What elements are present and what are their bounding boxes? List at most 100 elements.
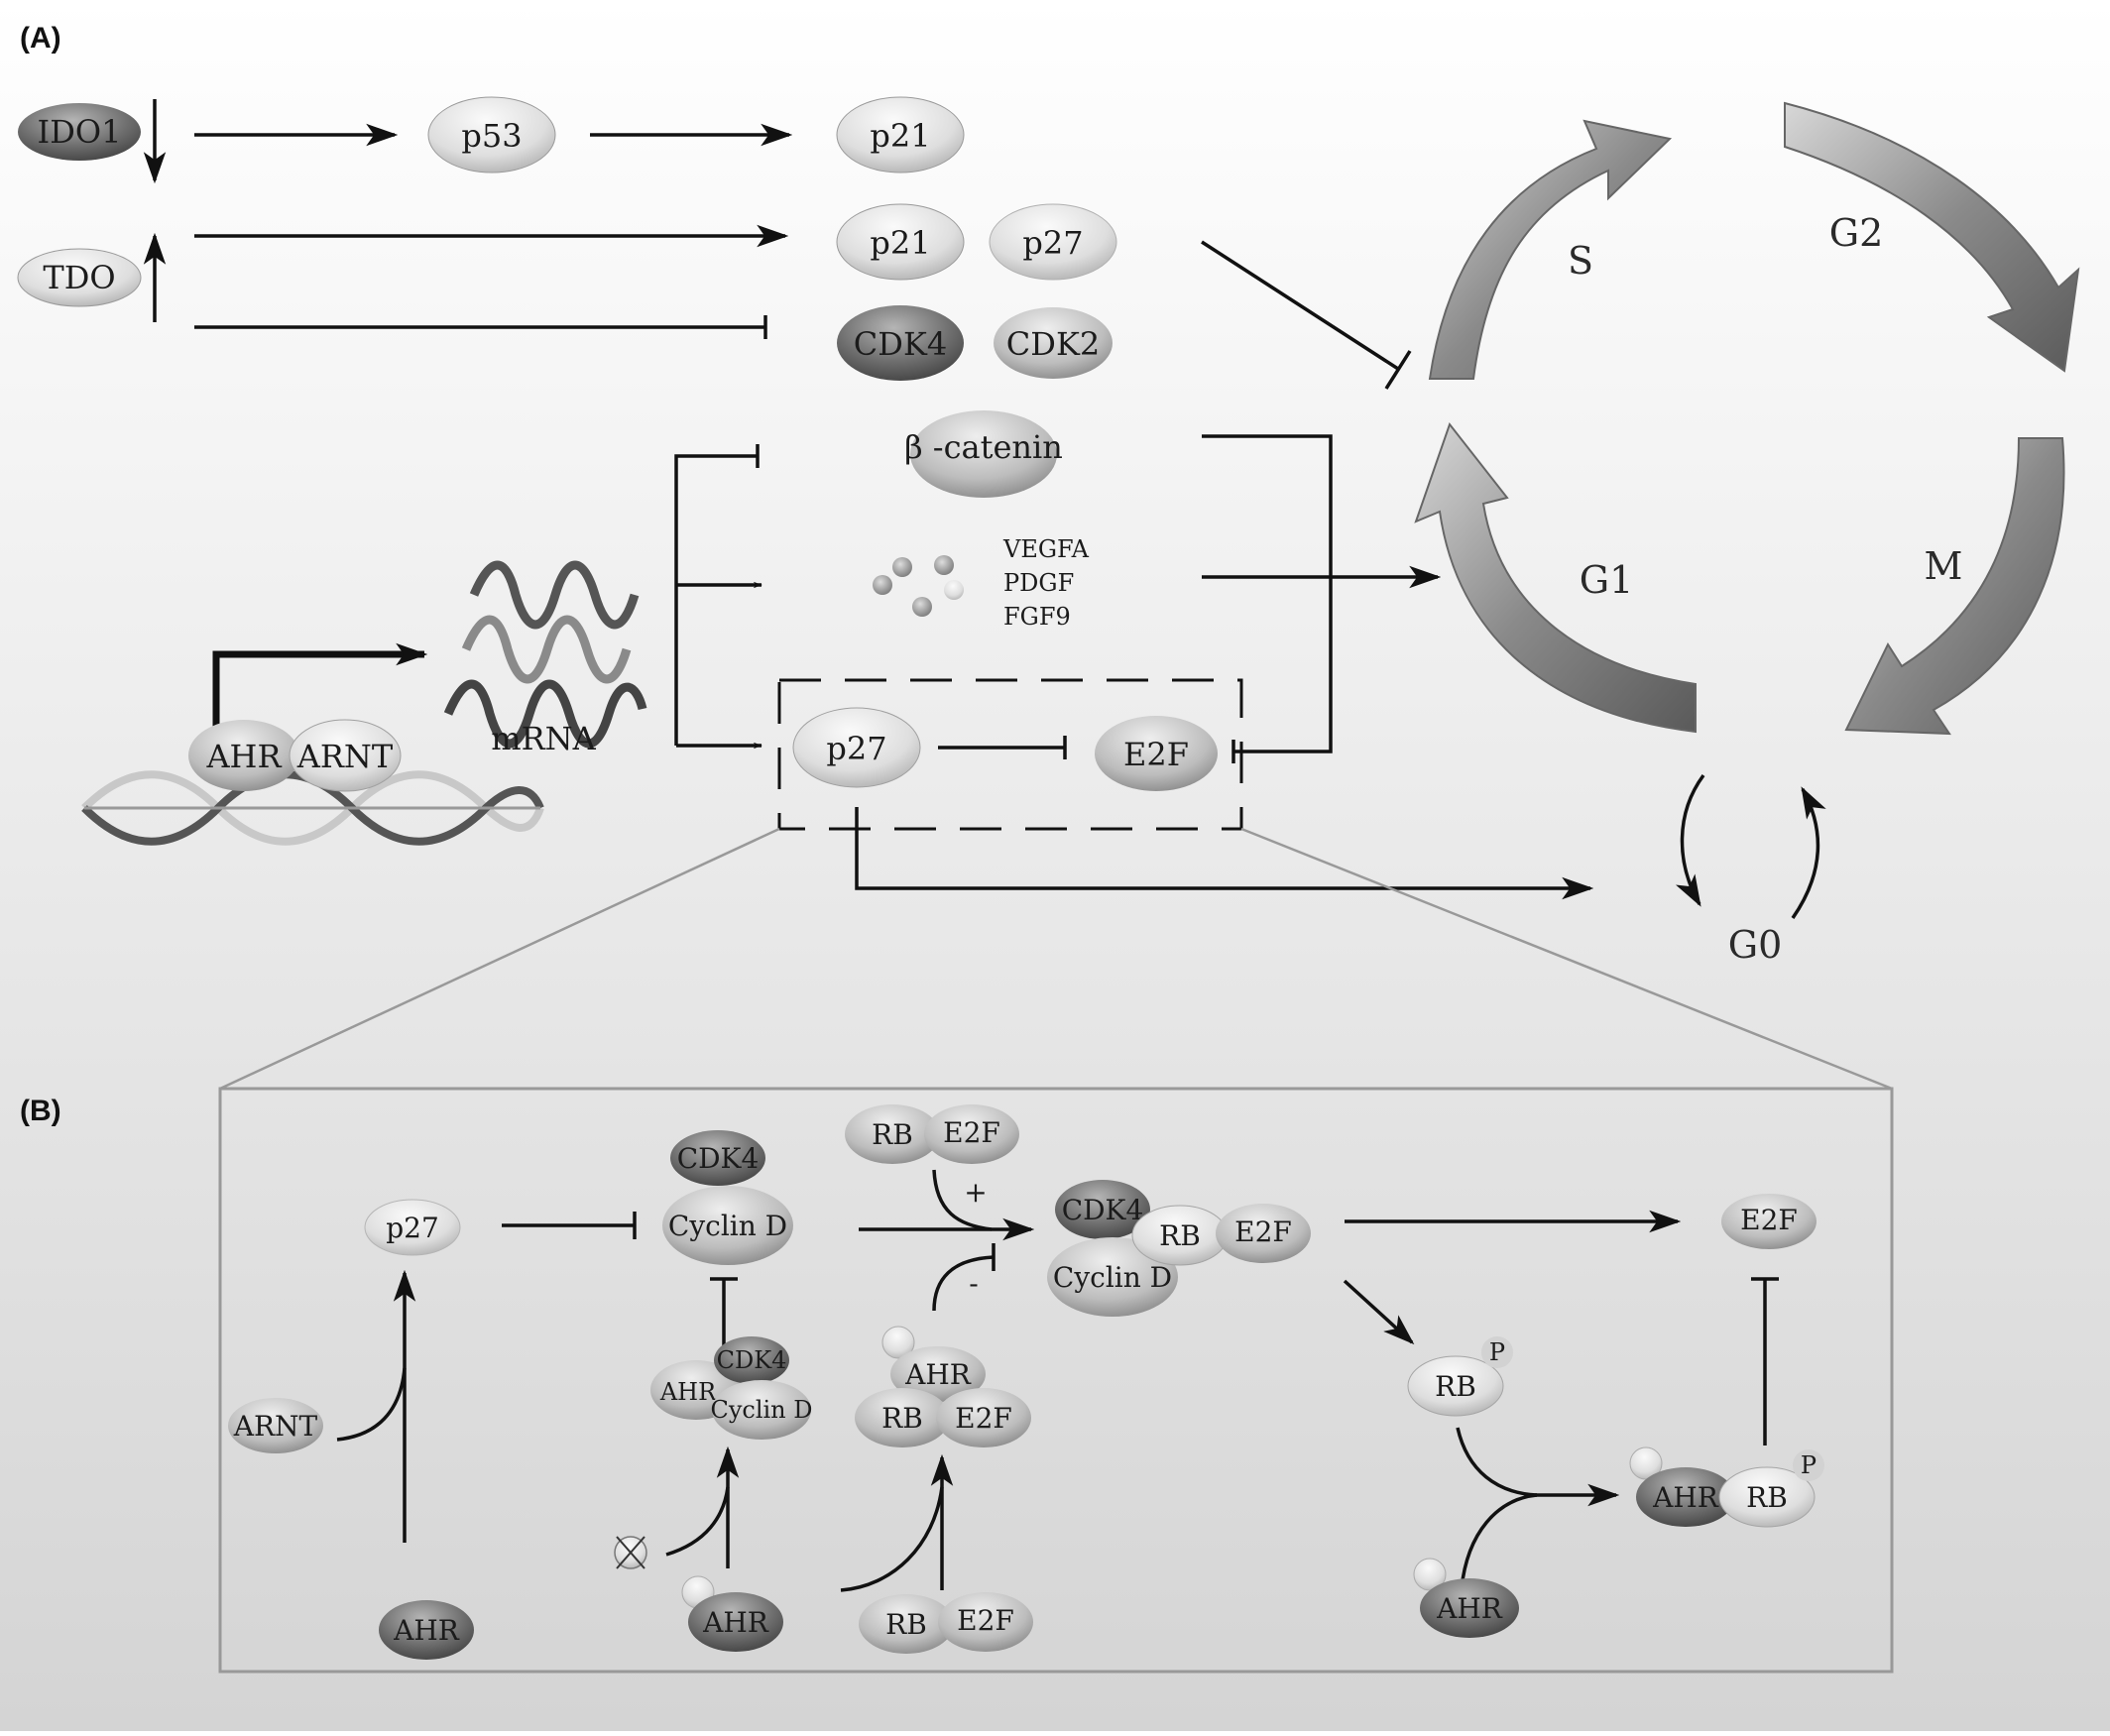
e2f-bottom-label: E2F [957, 1604, 1014, 1637]
growth-factor-dot [873, 575, 892, 595]
p27-to-g0-arrow [855, 807, 1594, 900]
e2f-free-node [1721, 1194, 1817, 1249]
s-phase-arrow [1428, 119, 1673, 380]
ahr-lower-node [1420, 1578, 1519, 1638]
ahr-ligand-node [688, 1592, 783, 1652]
g1-to-g0-arrow [1675, 773, 1705, 907]
complex-ahr-label: AHR [659, 1378, 717, 1406]
growth-factor-dot [912, 597, 932, 617]
big-cdk4-node [1055, 1180, 1150, 1239]
arnt-b-label: ARNT [233, 1410, 318, 1443]
growth-factor-dot [934, 555, 954, 575]
beta-catenin-label: β -catenin [904, 428, 1063, 466]
ahr-rb-e2f-e2f-node [936, 1388, 1031, 1447]
ahr-rb-e2f-rb-label: RB [881, 1402, 923, 1435]
plus-label: + [964, 1176, 987, 1209]
ahr-rb-e2f-ahr-label: AHR [904, 1358, 972, 1391]
beta-catenin-e2f-connector [1202, 434, 1333, 753]
ahr-dna-label: AHR [205, 738, 282, 775]
complex-cyclin-d-node [712, 1380, 811, 1440]
growth-factor-dot [892, 557, 912, 577]
m-phase-label: M [1925, 544, 1963, 588]
p21-mid-node [836, 203, 965, 281]
big-cyclin-d-node [1047, 1237, 1178, 1317]
cdk4-node [837, 305, 964, 381]
rb-p-node [1407, 1355, 1504, 1417]
rb-p-join-curve [1456, 1427, 1538, 1497]
ahr-lower-label: AHR [1436, 1592, 1503, 1625]
cdk2-node [994, 307, 1113, 379]
e2f-box-label: E2F [1123, 736, 1189, 773]
zoom-line-left [219, 827, 780, 1091]
p27-mid-node [989, 203, 1117, 281]
rb-bottom-node [859, 1594, 954, 1654]
ligand-join-curve [665, 1486, 730, 1557]
transcription-start-arrow [212, 642, 428, 734]
ahr-dna-node [188, 720, 299, 791]
ahr-rb-e2f-ahr-node [890, 1346, 986, 1402]
growth-factor-dot [944, 580, 964, 600]
cell-cycle: S G2 M G1 G0 [1414, 101, 2080, 967]
ahr-lower-join-curve [1460, 1493, 1538, 1589]
big-rb-label: RB [1159, 1219, 1201, 1252]
cyclin-d-b-node [662, 1186, 793, 1265]
complex-to-phospho-rb-arrow [1343, 1279, 1415, 1345]
cdk2-label: CDK2 [1006, 325, 1100, 363]
phosphate-icon [1793, 1449, 1824, 1481]
g1-phase-label: G1 [1580, 558, 1634, 602]
p53-label: p53 [461, 117, 522, 155]
big-e2f-label: E2F [1234, 1215, 1292, 1248]
p27-b-node [364, 1199, 461, 1256]
ahr-ligand-label: AHR [702, 1606, 769, 1639]
tdo-label: TDO [43, 259, 115, 296]
ahr-b-bottom-label: AHR [393, 1614, 460, 1647]
p27-box-label: p27 [826, 730, 886, 767]
g2-phase-arrow [1784, 101, 2080, 373]
p27-b-label: p27 [386, 1212, 439, 1244]
arnt-join-curve [336, 1367, 407, 1442]
big-cyclin-d-label: Cyclin D [1053, 1261, 1172, 1294]
ahr-rb-rb-node [1718, 1466, 1816, 1528]
arnt-dna-node [289, 719, 402, 792]
e2f-free-label: E2F [1740, 1204, 1798, 1236]
ahr-rb-e2f-rb-node [855, 1388, 950, 1447]
tdo-node [17, 248, 142, 307]
vegfa-label: VEGFA [1002, 535, 1090, 563]
blocked-ligand-icon [614, 1536, 647, 1569]
arnt-dna-label: ARNT [296, 738, 394, 775]
p21-p27-inhibit-cycle [1201, 240, 1399, 371]
e2f-top-label: E2F [943, 1116, 1000, 1149]
p27-e2f-dashed-box [777, 678, 1243, 831]
complex-cdk4-node [714, 1336, 789, 1384]
panel-b: p27 ARNT AHR CDK4 Cyclin D AHR CDK4 Cycl… [218, 1087, 1894, 1674]
mrna-branch-trunk [674, 454, 758, 746]
minus-label: - [969, 1267, 978, 1300]
s-phase-label: S [1568, 239, 1593, 283]
phosphate-label-1: P [1489, 1338, 1505, 1366]
ahr-b-bottom-node [379, 1600, 474, 1660]
mrna-strands [443, 560, 647, 749]
arnt-b-node [228, 1398, 323, 1453]
fgf9-label: FGF9 [1003, 603, 1071, 631]
cyclin-d-b-label: Cyclin D [668, 1210, 787, 1242]
beta-catenin-node [910, 410, 1057, 498]
ahr-rb-rb-label: RB [1746, 1481, 1788, 1514]
e2f-box-node [1095, 716, 1218, 791]
rb-bottom-label: RB [885, 1608, 927, 1641]
big-e2f-node [1216, 1204, 1311, 1263]
panel-label-b: (B) [20, 1095, 61, 1127]
pdgf-label: PDGF [1003, 569, 1074, 597]
cdk4-label: CDK4 [854, 325, 947, 363]
rb-top-node [845, 1104, 940, 1164]
ahr-rb-inhibit-curve [932, 1255, 995, 1312]
phosphate-icon [1481, 1336, 1513, 1368]
e2f-bottom-node [938, 1592, 1033, 1652]
zoom-line-right [1240, 827, 1893, 1091]
phosphate-label-2: P [1801, 1451, 1817, 1479]
ido1-node [18, 103, 141, 161]
p53-node [427, 96, 556, 174]
cdk4-b-node [670, 1130, 765, 1186]
